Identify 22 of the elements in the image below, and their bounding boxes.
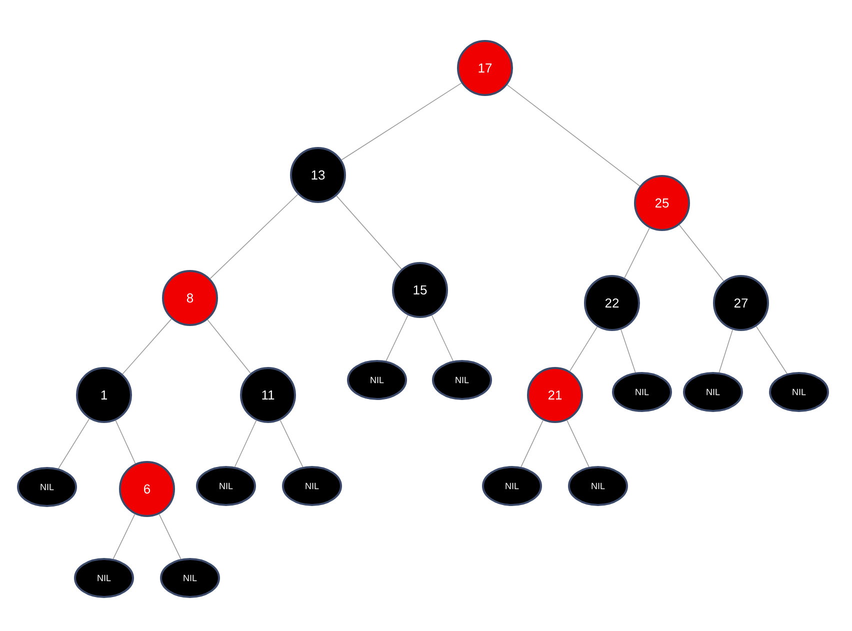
tree-edge	[569, 326, 598, 372]
tree-edge	[431, 314, 454, 362]
tree-edge	[58, 418, 90, 469]
tree-edge	[756, 326, 788, 374]
tree-edge	[620, 329, 636, 373]
tree-edge	[566, 420, 590, 468]
tree-edge	[520, 420, 544, 468]
tree-edge	[678, 224, 724, 282]
tree-edge	[207, 319, 251, 374]
tree-edge	[386, 314, 408, 362]
tree-edge	[718, 329, 733, 373]
tree-edge	[336, 196, 402, 270]
tree-edge	[341, 82, 462, 160]
tree-edge	[506, 84, 640, 186]
tree-edge	[210, 194, 298, 279]
tree-edge	[122, 318, 172, 374]
tree-edge	[280, 420, 304, 468]
tree-edge	[112, 514, 136, 560]
tree-edge	[624, 228, 650, 278]
tree-edge	[158, 514, 182, 560]
tree-edge	[234, 420, 257, 468]
tree-edge	[115, 420, 136, 464]
